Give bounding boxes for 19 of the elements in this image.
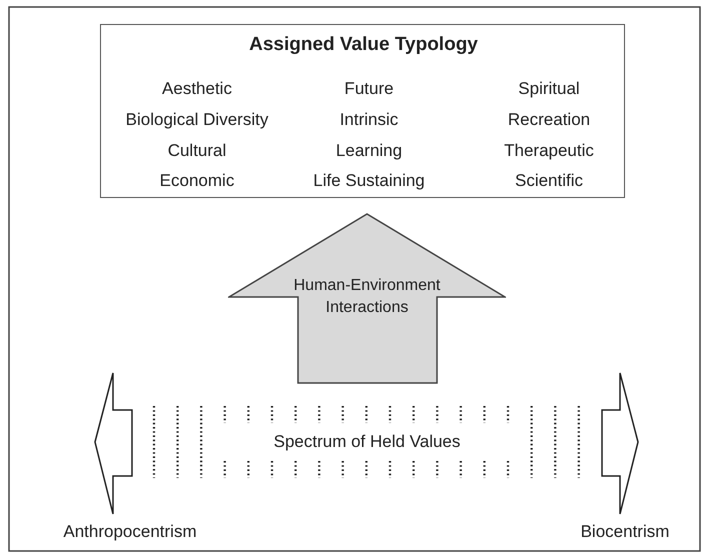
value-type: Scientific <box>514 171 584 191</box>
block-arrow <box>228 213 506 384</box>
value-type: Future <box>344 79 394 99</box>
end-label: Anthropocentrism <box>63 522 197 542</box>
value-type: Intrinsic <box>340 110 398 130</box>
box-title: Assigned Value Typology <box>249 35 478 55</box>
value-type: Cultural <box>168 141 226 161</box>
value-type: Biological Diversity <box>126 110 268 130</box>
arrow-label: Human-Environment Interactions <box>292 276 442 318</box>
typology-box <box>100 24 625 198</box>
value-type: Therapeutic <box>504 141 594 161</box>
value-type: Spiritual <box>518 79 580 99</box>
value-type: Recreation <box>508 110 590 130</box>
value-type: Learning <box>336 141 402 161</box>
value-type: Life Sustaining <box>313 171 425 191</box>
spectrum-label: Spectrum of Held Values <box>274 432 460 452</box>
value-type: Economic <box>160 171 234 191</box>
value-type: Aesthetic <box>162 79 232 99</box>
end-label: Biocentrism <box>580 522 670 542</box>
